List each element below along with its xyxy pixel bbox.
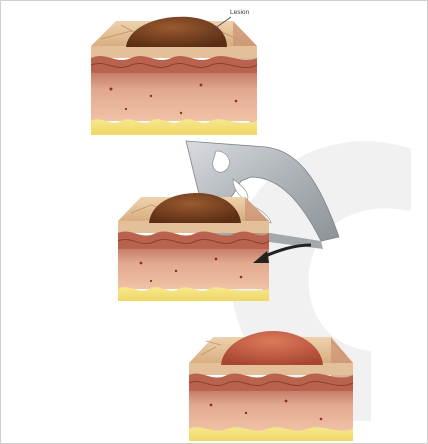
skin-block-after-removal — [189, 331, 353, 441]
skin-block-shaving — [118, 193, 269, 301]
skin-block-lesion: Lesion — [91, 9, 257, 135]
lesion-label: Lesion — [230, 9, 250, 16]
